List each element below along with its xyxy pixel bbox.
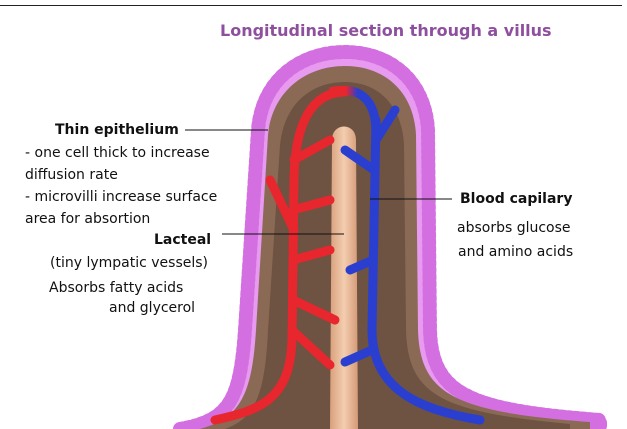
- blood-capillary-heading: Blood capilary: [460, 191, 573, 207]
- lacteal-heading: Lacteal: [154, 232, 212, 248]
- blood-capillary-line: absorbs glucose: [457, 220, 571, 236]
- thin-epithelium-line: - one cell thick to increase: [25, 145, 210, 161]
- lacteal-line: and glycerol: [109, 300, 196, 316]
- thin-epithelium-line: diffusion rate: [25, 167, 118, 183]
- arteriole: [210, 87, 350, 425]
- lacteal: [330, 126, 358, 429]
- top-border: [0, 5, 622, 6]
- thin-epithelium-line: area for absortion: [25, 211, 151, 227]
- lacteal-line: Absorbs fatty acids: [49, 280, 184, 296]
- venule: [340, 105, 485, 425]
- thin-epithelium-heading: Thin epithelium: [55, 122, 179, 138]
- blood-capillary-line: and amino acids: [458, 244, 574, 260]
- lacteal-line: (tiny lympatic vessels): [50, 255, 208, 271]
- thin-epithelium-line: - microvilli increase surface: [25, 189, 218, 205]
- diagram-title: Longitudinal section through a villus: [220, 21, 552, 40]
